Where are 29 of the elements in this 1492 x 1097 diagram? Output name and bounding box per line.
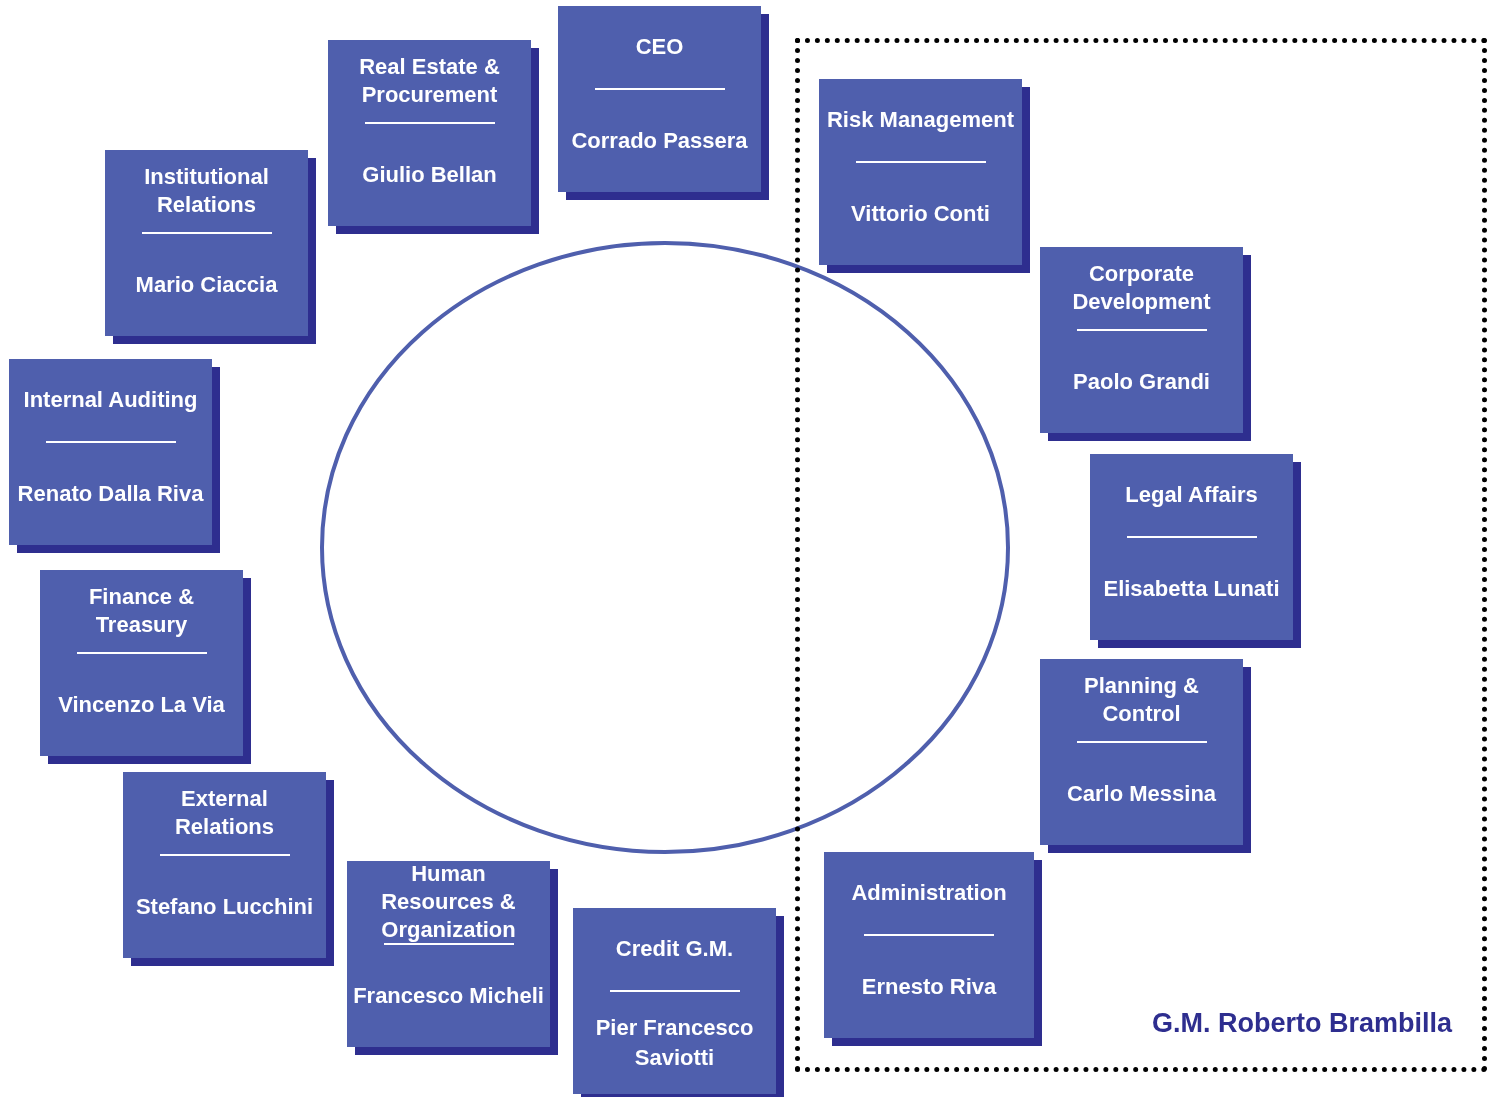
manager-name: Renato Dalla Riva	[17, 480, 204, 508]
department-name: Human Resources & Organization	[380, 860, 517, 944]
dotted-group-frame	[795, 38, 1487, 1072]
department-name: Corporate Development	[1071, 260, 1212, 316]
department-name: Legal Affairs	[1125, 481, 1258, 509]
manager-name: Mario Ciaccia	[135, 271, 278, 299]
department-name: External Relations	[174, 785, 275, 841]
department-name: Administration	[851, 879, 1007, 907]
manager-name: Paolo Grandi	[1073, 368, 1210, 396]
ellipse-outline	[320, 241, 1010, 854]
manager-name: Stefano Lucchini	[135, 893, 314, 921]
manager-name: Corrado Passera	[571, 127, 748, 155]
manager-name: Ernesto Riva	[861, 973, 997, 1001]
manager-name: Vittorio Conti	[851, 200, 990, 228]
department-name: Risk Management	[826, 106, 1015, 134]
manager-name: Vincenzo La Via	[58, 691, 225, 719]
department-name: Planning & Control	[1083, 672, 1200, 728]
department-name: Internal Auditing	[23, 386, 198, 414]
department-name: Institutional Relations	[143, 163, 270, 219]
department-name: CEO	[635, 33, 684, 61]
manager-name: Francesco Micheli	[353, 982, 544, 1010]
manager-name: Elisabetta Lunati	[1103, 575, 1280, 603]
department-name: Credit G.M.	[615, 935, 734, 963]
manager-name: Carlo Messina	[1066, 780, 1217, 808]
manager-name: Giulio Bellan	[362, 161, 497, 189]
group-title: G.M. Roberto Brambilla	[1151, 1008, 1452, 1039]
department-name: Finance & Treasury	[87, 583, 196, 639]
manager-name: Pier Francesco Saviotti	[594, 1014, 755, 1072]
department-name: Real Estate & Procurement	[358, 53, 501, 109]
